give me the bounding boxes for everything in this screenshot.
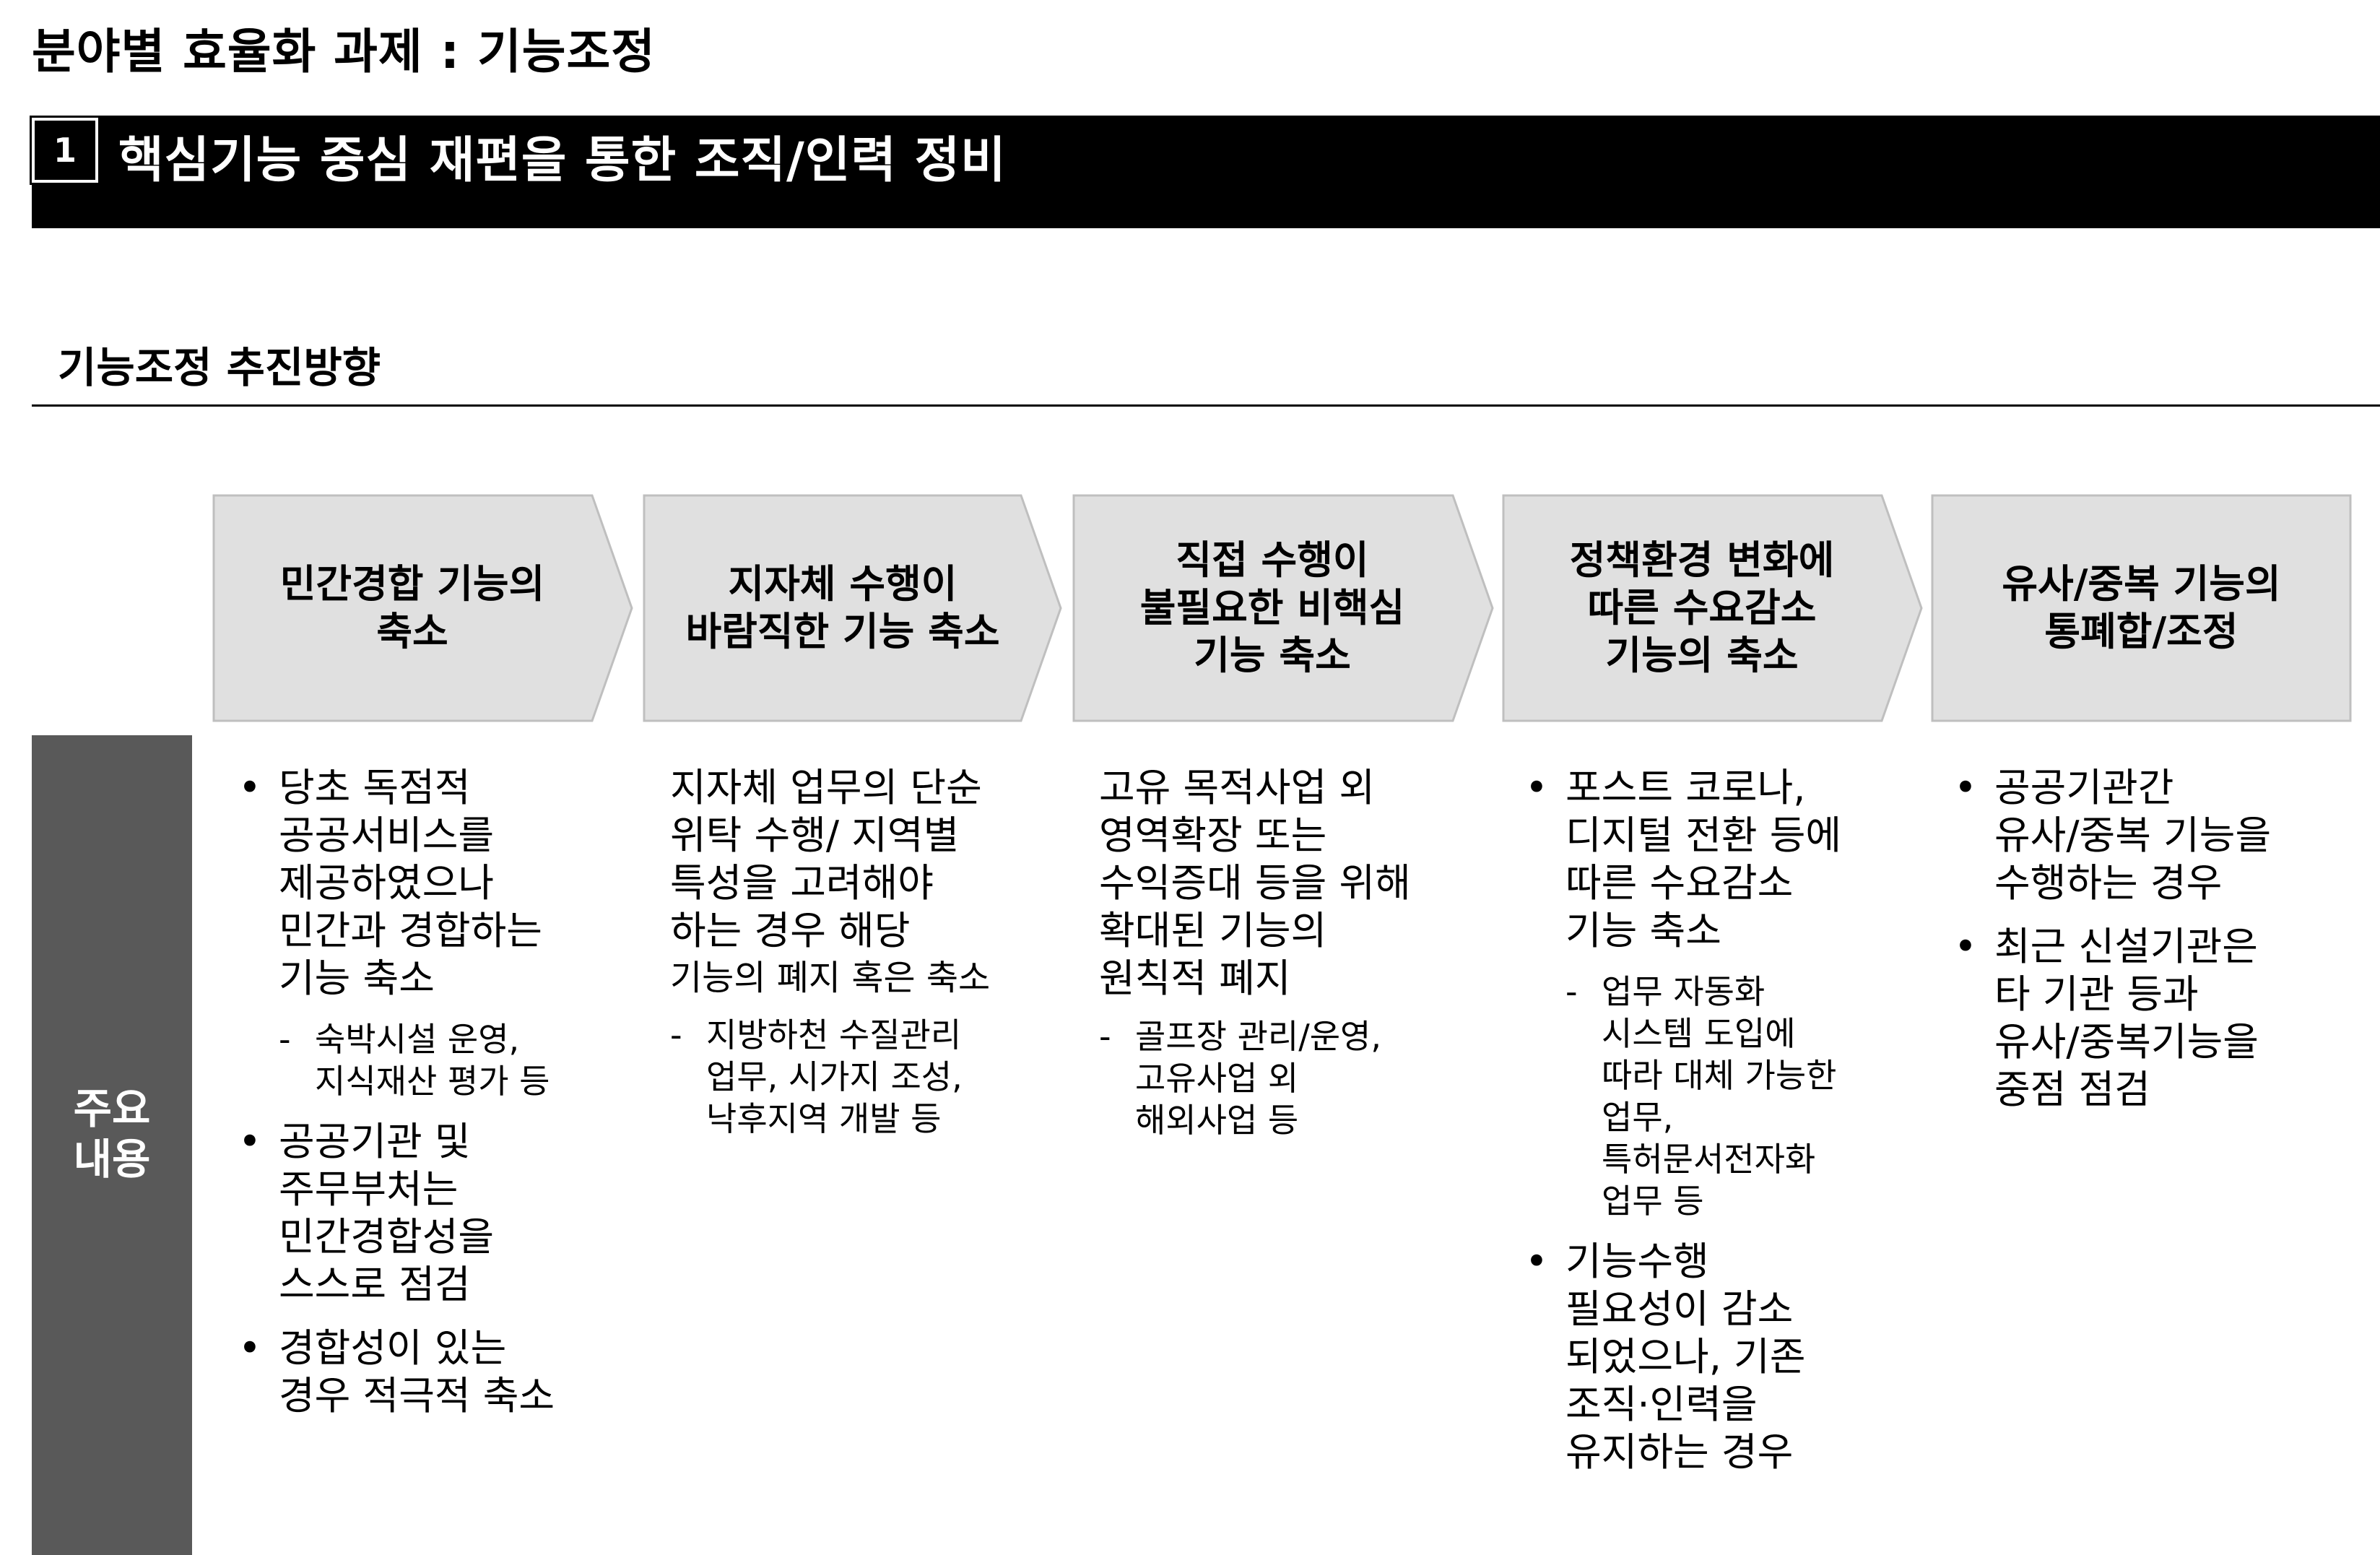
chevron-label-2: 지자체 수행이 바람직한 기능 축소 [685,561,1000,654]
chevron-shape-1 [212,494,633,722]
side-label-box [32,735,192,1555]
list-item: •포스트 코로나, 디지털 전환 등에 따른 수요감소 기능 축소 [1525,765,1842,953]
chevron-flow [212,494,2352,722]
page-title: 분야별 효율화 과제 : 기능조정 [32,24,656,79]
content-column-5: •공공기관간 유사/중복 기능을 수행하는 경우 •최근 신설기관은 타 기관 … [1954,764,2358,1130]
list-item: •공공기관 및 주무부처는 민간경합성을 스스로 점검 [238,1119,495,1307]
sub-list-item: -지방하천 수질관리 업무, 시가지 조성, 낙후지역 개발 등 [670,1015,963,1138]
bullet-icon: • [1954,924,1977,969]
chevron-label-5: 유사/중복 기능의 통폐합/조정 [2002,561,2281,654]
sub-list-item: -숙박시설 운영, 지식재산 평가 등 [279,1020,550,1101]
chevron-shape-2 [643,494,1062,722]
sub-list-item: -골프장 관리/운영, 고유사업 외 해외사업 등 [1099,1017,1381,1140]
bullet-icon: • [238,1325,261,1371]
paragraph: 기능의 폐지 혹은 축소 [670,958,991,998]
chevron-label-3: 직접 수행이 불필요한 비핵심 기능 축소 [1139,537,1405,678]
content-column-2: 지자체 업무의 단순 위탁 수행/ 지역별 특성을 고려해야 하는 경우 해당 … [670,764,1074,1156]
content-column-4: •포스트 코로나, 디지털 전환 등에 따른 수요감소 기능 축소 -업무 자동… [1525,764,1929,1492]
sub-list-item: -업무 자동화 시스템 도입에 따라 대체 가능한 업무, 특허문서전자화 업무… [1565,972,1837,1221]
sub-heading-divider [32,404,2380,407]
side-label: 주요 내용 [73,1084,151,1184]
bullet-icon: • [1954,765,1977,810]
dash-icon: - [1565,972,1578,1011]
dash-icon: - [1099,1017,1111,1056]
bullet-icon: • [1525,1239,1548,1284]
list-item: •당초 독점적 공공서비스를 제공하였으나 민간과 경합하는 기능 축소 [238,765,542,1001]
section-title: 핵심기능 중심 재편을 통한 조직/인력 정비 [118,132,1007,189]
dash-icon: - [279,1020,291,1059]
list-item: •경합성이 있는 경우 적극적 축소 [238,1325,555,1418]
content-column-3: 고유 목적사업 외 영역확장 또는 수익증대 등을 위해 확대된 기능의 원칙적… [1099,764,1503,1157]
chevron-shape-5 [1931,494,2352,722]
list-item: •최근 신설기관은 타 기관 등과 유사/중복기능을 중점 점검 [1954,924,2259,1112]
chevron-shape-3 [1072,494,1494,722]
section-number-badge: 1 [32,118,98,183]
sub-heading: 기능조정 추진방향 [58,343,381,392]
bullet-icon: • [238,765,261,810]
list-item: •공공기관간 유사/중복 기능을 수행하는 경우 [1954,765,2272,906]
paragraph: 지자체 업무의 단순 위탁 수행/ 지역별 특성을 고려해야 하는 경우 해당 [670,765,982,953]
dash-icon: - [670,1015,682,1054]
chevron-label-1: 민간경합 기능의 축소 [279,561,545,654]
bullet-icon: • [1525,765,1548,810]
bullet-icon: • [238,1119,261,1164]
content-column-1: •당초 독점적 공공서비스를 제공하였으나 민간과 경합하는 기능 축소 -숙박… [238,764,643,1436]
paragraph: 고유 목적사업 외 영역확장 또는 수익증대 등을 위해 확대된 기능의 원칙적… [1099,765,1411,1001]
section-bar [32,116,2380,228]
chevron-shape-4 [1502,494,1923,722]
list-item: •기능수행 필요성이 감소 되었으나, 기존 조직·인력을 유지하는 경우 [1525,1239,1806,1475]
chevron-label-4: 정책환경 변화에 따른 수요감소 기능의 축소 [1569,537,1835,678]
